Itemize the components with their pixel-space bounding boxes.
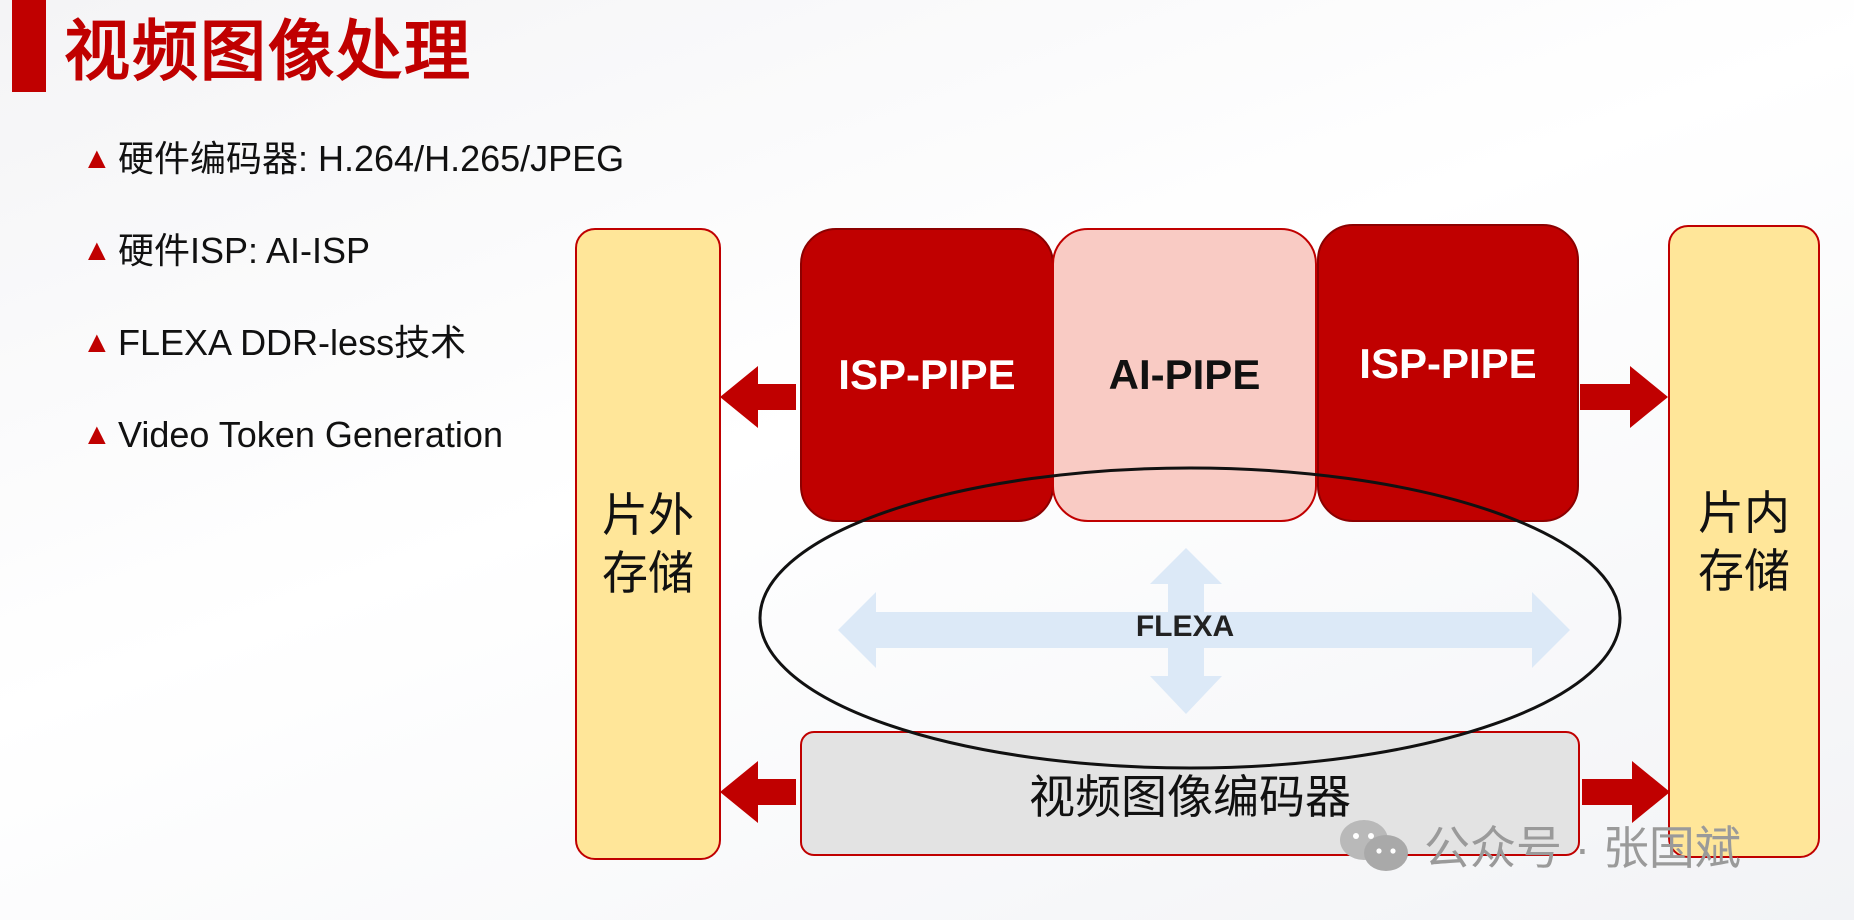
bullet-item: ▲ 硬件编码器: H.264/H.265/JPEG: [82, 132, 624, 224]
ai-pipe-label: AI-PIPE: [1108, 351, 1261, 398]
isp-pipe-right-box: ISP-PIPE: [1317, 224, 1579, 522]
bullet-item: ▲ 硬件ISP: AI-ISP: [82, 224, 624, 316]
bullet-text: FLEXA DDR-less技术: [118, 322, 467, 363]
wechat-icon: [1340, 820, 1408, 871]
page-title: 视频图像处理: [64, 14, 472, 88]
isp-pipe-left-label: ISP-PIPE: [838, 351, 1016, 398]
bullet-list: ▲ 硬件编码器: H.264/H.265/JPEG ▲ 硬件ISP: AI-IS…: [82, 132, 624, 500]
onchip-memory-label: 片内 存储: [1698, 486, 1790, 597]
video-encoder-label: 视频图像编码器: [1029, 770, 1351, 823]
video-encoder-box: 视频图像编码器: [800, 731, 1580, 856]
arrow-right-top: [1580, 366, 1668, 428]
bullet-item: ▲ FLEXA DDR-less技术: [82, 316, 624, 408]
triangle-icon: ▲: [82, 418, 112, 451]
triangle-icon: ▲: [82, 234, 112, 267]
watermark-text: 公众号 · 张国斌: [1424, 822, 1741, 874]
offchip-memory-label: 片外 存储: [602, 489, 694, 599]
isp-pipe-right-label: ISP-PIPE: [1359, 340, 1537, 387]
triangle-icon: ▲: [82, 142, 112, 175]
bullet-item: ▲ Video Token Generation: [82, 408, 624, 500]
offchip-memory-box: 片外 存储: [575, 228, 721, 860]
arrow-left-bottom: [720, 761, 796, 823]
triangle-icon: ▲: [82, 326, 112, 359]
bullet-text: 硬件编码器: H.264/H.265/JPEG: [118, 138, 625, 179]
onchip-memory-box: 片内 存储: [1668, 225, 1820, 858]
arrow-left-top: [720, 366, 796, 428]
arrow-right-bottom: [1582, 761, 1670, 823]
flexa-cross-arrow: [838, 548, 1570, 714]
bullet-text: Video Token Generation: [118, 414, 503, 455]
flexa-ellipse: [758, 466, 1622, 770]
watermark: 公众号 · 张国斌: [1336, 812, 1741, 878]
flexa-label: FLEXA: [1135, 610, 1235, 643]
title-accent-bar: [12, 0, 46, 92]
bullet-text: 硬件ISP: AI-ISP: [118, 230, 371, 271]
